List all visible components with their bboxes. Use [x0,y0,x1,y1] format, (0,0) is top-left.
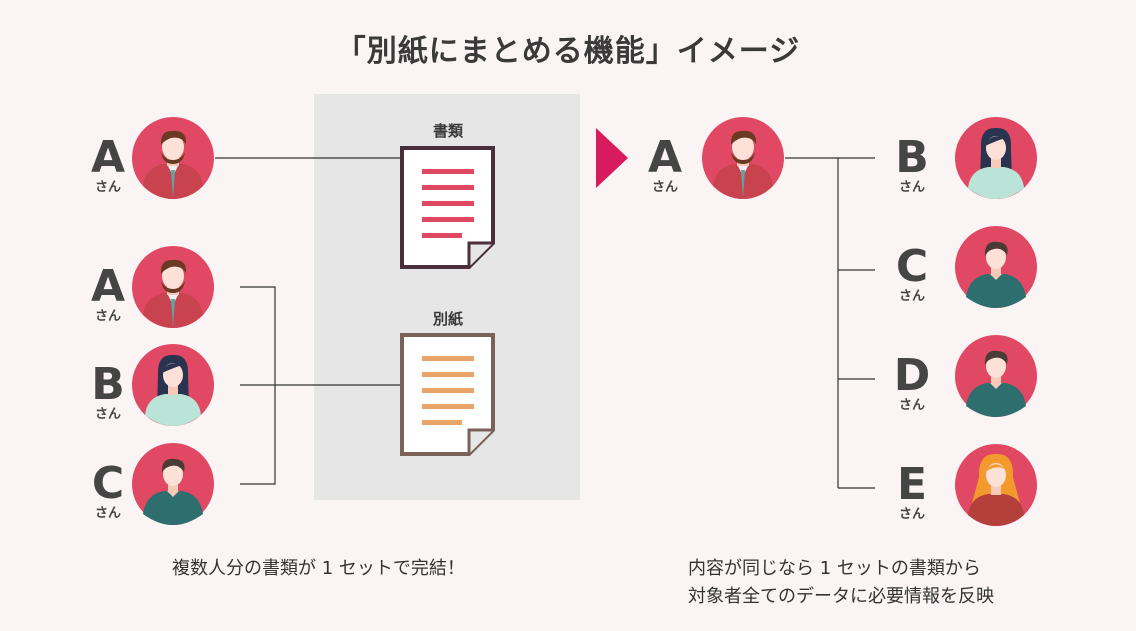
arrow-icon [596,128,628,188]
avatar-b-group [132,344,214,426]
avatar-e-target [955,444,1037,526]
doc-label-besshi: 別紙 [432,310,463,328]
avatar-a-source [702,117,784,199]
avatar-b-target [955,117,1037,199]
avatar-c-group [132,443,214,525]
avatar-c-target [955,226,1037,308]
right-caption-line-2: 対象者全てのデータに必要情報を反映 [688,586,994,607]
left-caption: 複数人分の書類が 1 セットで完結！ [172,558,465,579]
document-icon [400,146,495,269]
right-caption-line-1: 内容が同じなら 1 セットの書類から [688,558,981,579]
avatar-d-target [955,335,1037,417]
page-title: 「別紙にまとめる機能」イメージ [335,34,801,69]
attachment-icon [400,333,495,456]
avatar-a-group [132,246,214,328]
doc-label-shorui: 書類 [432,122,463,140]
avatar-a-top [132,117,214,199]
